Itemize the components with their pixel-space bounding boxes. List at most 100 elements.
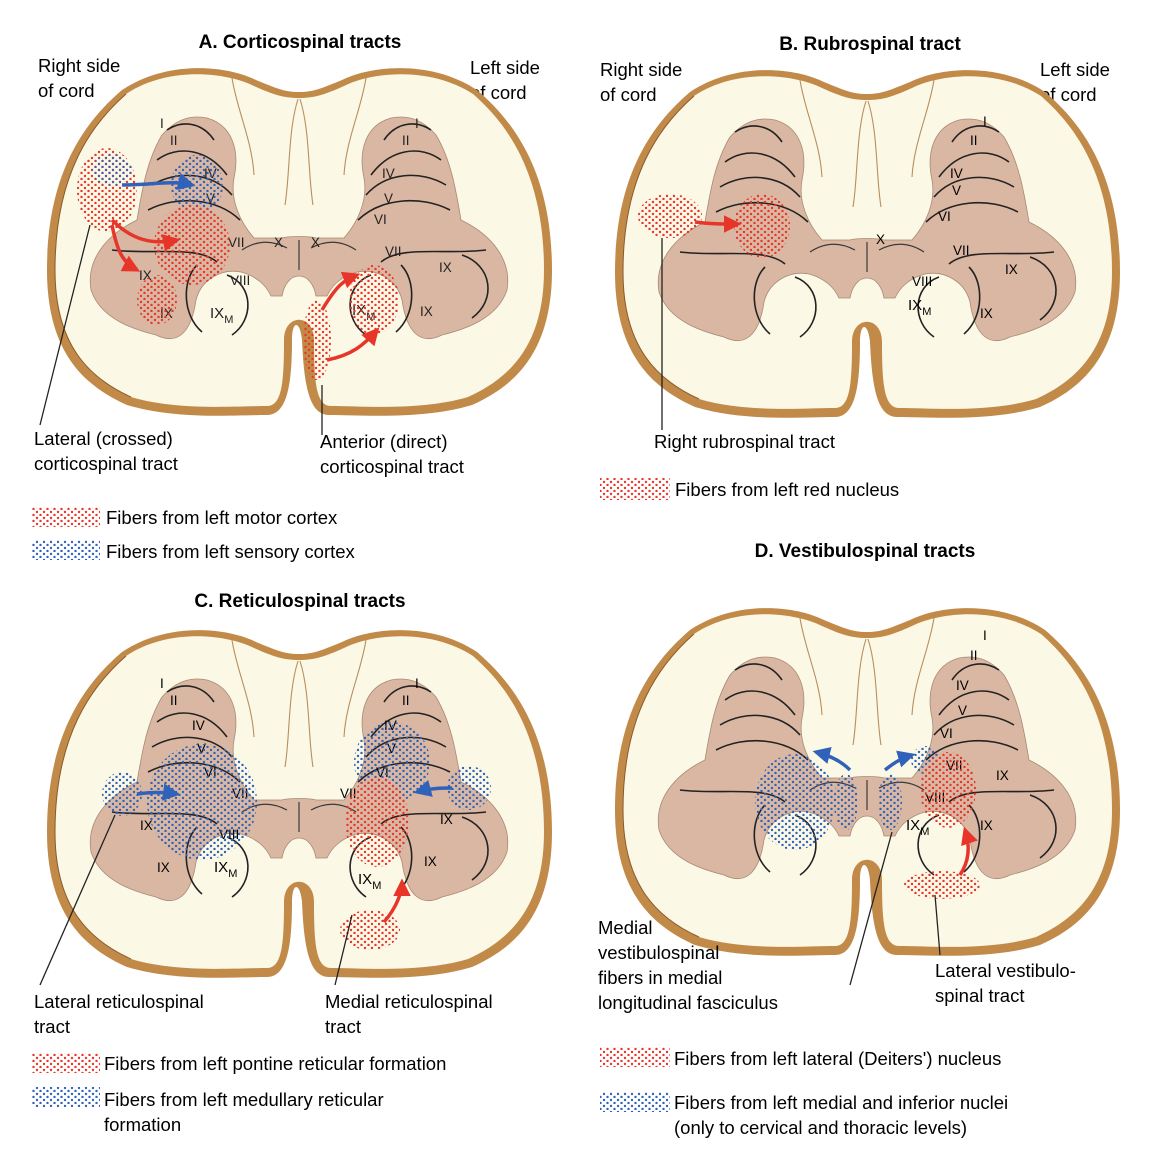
lamina-I-right: I: [160, 116, 164, 131]
panel-a-corticospinal: A. Corticospinal tracts Right side of co…: [32, 32, 553, 562]
panel-d-callout-line-1: [849, 831, 893, 986]
lamina-X-right: X: [274, 235, 283, 250]
panel-a-title: A. Corticospinal tracts: [199, 32, 402, 53]
panel-c-callout-line-1: [39, 814, 116, 986]
panel-d-legend-swatch-blue: [600, 1092, 670, 1112]
panel-c-legend-blue-text-2: formation: [104, 1114, 181, 1135]
panel-a-legend-swatch-red: [32, 507, 100, 527]
panel-c-callout-1-line-2: tract: [34, 1016, 70, 1037]
lamina-IXm-left: IXM: [906, 817, 929, 838]
panel-c-legend-swatch-blue: [32, 1087, 100, 1107]
panel-c-cord-section: I II IV V VI VII VIII IX IX IXM I II IV …: [46, 629, 553, 979]
panel-d-red-fibers: [904, 752, 980, 899]
panel-c-legend-blue-text-1: Fibers from left medullary reticular: [104, 1089, 384, 1110]
panel-a-left-side-label-1: Left side: [470, 57, 540, 78]
panel-c-callout-2-line-1: Medial reticulospinal: [325, 991, 493, 1012]
panel-c-red-arrow: [382, 878, 411, 924]
lamina-I-left: I: [983, 628, 987, 643]
panel-b-legend-swatch-red: [600, 478, 670, 500]
lamina-X-left: X: [311, 235, 320, 250]
panel-a-anterior-tract-fibers: [303, 265, 399, 380]
lamina-II-left: II: [970, 648, 978, 663]
lamina-I-left: I: [983, 114, 987, 129]
panel-a-right-side-label-2: of cord: [38, 80, 95, 101]
panel-d-blue-fibers: [755, 746, 939, 850]
panel-c-reticulospinal: C. Reticulospinal tracts I II IV V VI VI…: [32, 591, 553, 1135]
panel-a-callout-line-1: [39, 224, 91, 426]
panel-d-legend-blue-text-2: (only to cervical and thoracic levels): [674, 1117, 967, 1138]
panel-d-cord-section: I II IV V VI VII VIII IX IX IXM: [614, 607, 1121, 957]
panel-d-callout-line-2: [934, 894, 941, 956]
panel-c-legend-red-text: Fibers from left pontine reticular forma…: [104, 1053, 446, 1074]
lamina-V-left: V: [384, 191, 393, 206]
panel-b-target-fibers: [734, 194, 790, 258]
lamina-IX-left-a: IX: [1005, 262, 1018, 277]
panel-d-blue-arrow-left: [812, 746, 852, 772]
panel-b-rubrospinal-tract-fibers: [638, 194, 702, 238]
panel-d-callout-1-line-3: fibers in medial: [598, 967, 722, 988]
panel-c-title: C. Reticulospinal tracts: [194, 591, 405, 612]
panel-a-red-arrow-4: [326, 327, 380, 362]
panel-a-callout-2-line-2: corticospinal tract: [320, 456, 464, 477]
lamina-IXm-right: IXM: [214, 859, 237, 880]
lamina-I-left: I: [415, 116, 419, 131]
panel-a-callout-1-line-1: Lateral (crossed): [34, 428, 173, 449]
panel-d-callout-2-line-2: spinal tract: [935, 985, 1024, 1006]
panel-d-callout-1-line-2: vestibulospinal: [598, 942, 719, 963]
panel-b-red-arrow: [694, 215, 742, 233]
panel-d-legend-red-text: Fibers from left lateral (Deiters') nucl…: [674, 1048, 1001, 1069]
lamina-IV-left: IV: [956, 678, 969, 693]
lamina-I-right: I: [160, 676, 164, 691]
lamina-VI-left: VI: [940, 726, 953, 741]
lamina-VI-left: VI: [374, 212, 387, 227]
lamina-IX-right-a: IX: [140, 818, 153, 833]
lamina-IX-left-b: IX: [420, 304, 433, 319]
lamina-VIII-left: VIII: [912, 274, 932, 289]
panel-b-legend-red-text: Fibers from left red nucleus: [675, 479, 899, 500]
lamina-I-left: I: [415, 676, 419, 691]
lamina-II-right: II: [170, 693, 178, 708]
panel-d-title: D. Vestibulospinal tracts: [755, 541, 976, 562]
lamina-IX-right-b: IX: [157, 860, 170, 875]
panel-d-vestibulospinal: D. Vestibulospinal tracts I II IV V VI V…: [598, 541, 1121, 1138]
lamina-IX-left-a: IX: [439, 260, 452, 275]
lamina-IV-left: IV: [950, 166, 963, 181]
panel-c-callout-line-2: [334, 914, 353, 986]
panel-a-cord-section: I II IV V VII VIII IX IX IXM X X I II IV…: [46, 67, 553, 417]
lamina-V-left: V: [952, 183, 961, 198]
panel-b-right-side-label-1: Right side: [600, 59, 682, 80]
panel-d-callout-2-line-1: Lateral vestibulo-: [935, 960, 1076, 981]
lamina-VIII-right: VIII: [230, 273, 250, 288]
panel-d-legend-swatch-red: [600, 1047, 670, 1067]
panel-d-callout-1-line-4: longitudinal fasciculus: [598, 992, 778, 1013]
lamina-VII-left: VII: [385, 244, 402, 259]
lamina-IV-right: IV: [192, 718, 205, 733]
lamina-II-left: II: [970, 133, 978, 148]
panel-c-blue-arrow-right: [136, 783, 181, 801]
lamina-VII-right: VII: [228, 235, 245, 250]
lamina-IXm-left: IXM: [908, 297, 931, 318]
panel-a-callout-1-line-2: corticospinal tract: [34, 453, 178, 474]
panel-a-lateral-tract-fibers: [77, 148, 230, 325]
lamina-IX-left-b: IX: [424, 854, 437, 869]
lamina-IXm-right: IXM: [210, 305, 233, 326]
panel-a-legend-blue-text: Fibers from left sensory cortex: [106, 541, 356, 562]
panel-d-blue-arrow-right: [883, 750, 916, 772]
panel-b-left-side-label-1: Left side: [1040, 59, 1110, 80]
panel-d-legend-blue-text-1: Fibers from left medial and inferior nuc…: [674, 1092, 1008, 1113]
panel-d-callout-1-line-1: Medial: [598, 917, 653, 938]
panel-b-lamina-labels: I II IV V VI VII VIII IX IX IXM X: [876, 114, 1018, 321]
panel-a-red-arrow-1: [110, 218, 181, 252]
lamina-II-left: II: [402, 693, 410, 708]
lamina-IX-left-a: IX: [996, 768, 1009, 783]
lamina-IX-left-b: IX: [980, 306, 993, 321]
panel-c-legend-swatch-red: [32, 1053, 100, 1073]
panel-c-callout-2-line-2: tract: [325, 1016, 361, 1037]
panel-b-title: B. Rubrospinal tract: [779, 34, 961, 55]
panel-a-blue-arrow: [121, 173, 196, 191]
panel-a-legend-red-text: Fibers from left motor cortex: [106, 507, 338, 528]
lamina-IXm-left: IXM: [358, 871, 381, 892]
panel-a-callout-2-line-1: Anterior (direct): [320, 431, 447, 452]
panel-a-red-arrow-2: [110, 224, 141, 272]
lamina-VI-left: VI: [938, 209, 951, 224]
